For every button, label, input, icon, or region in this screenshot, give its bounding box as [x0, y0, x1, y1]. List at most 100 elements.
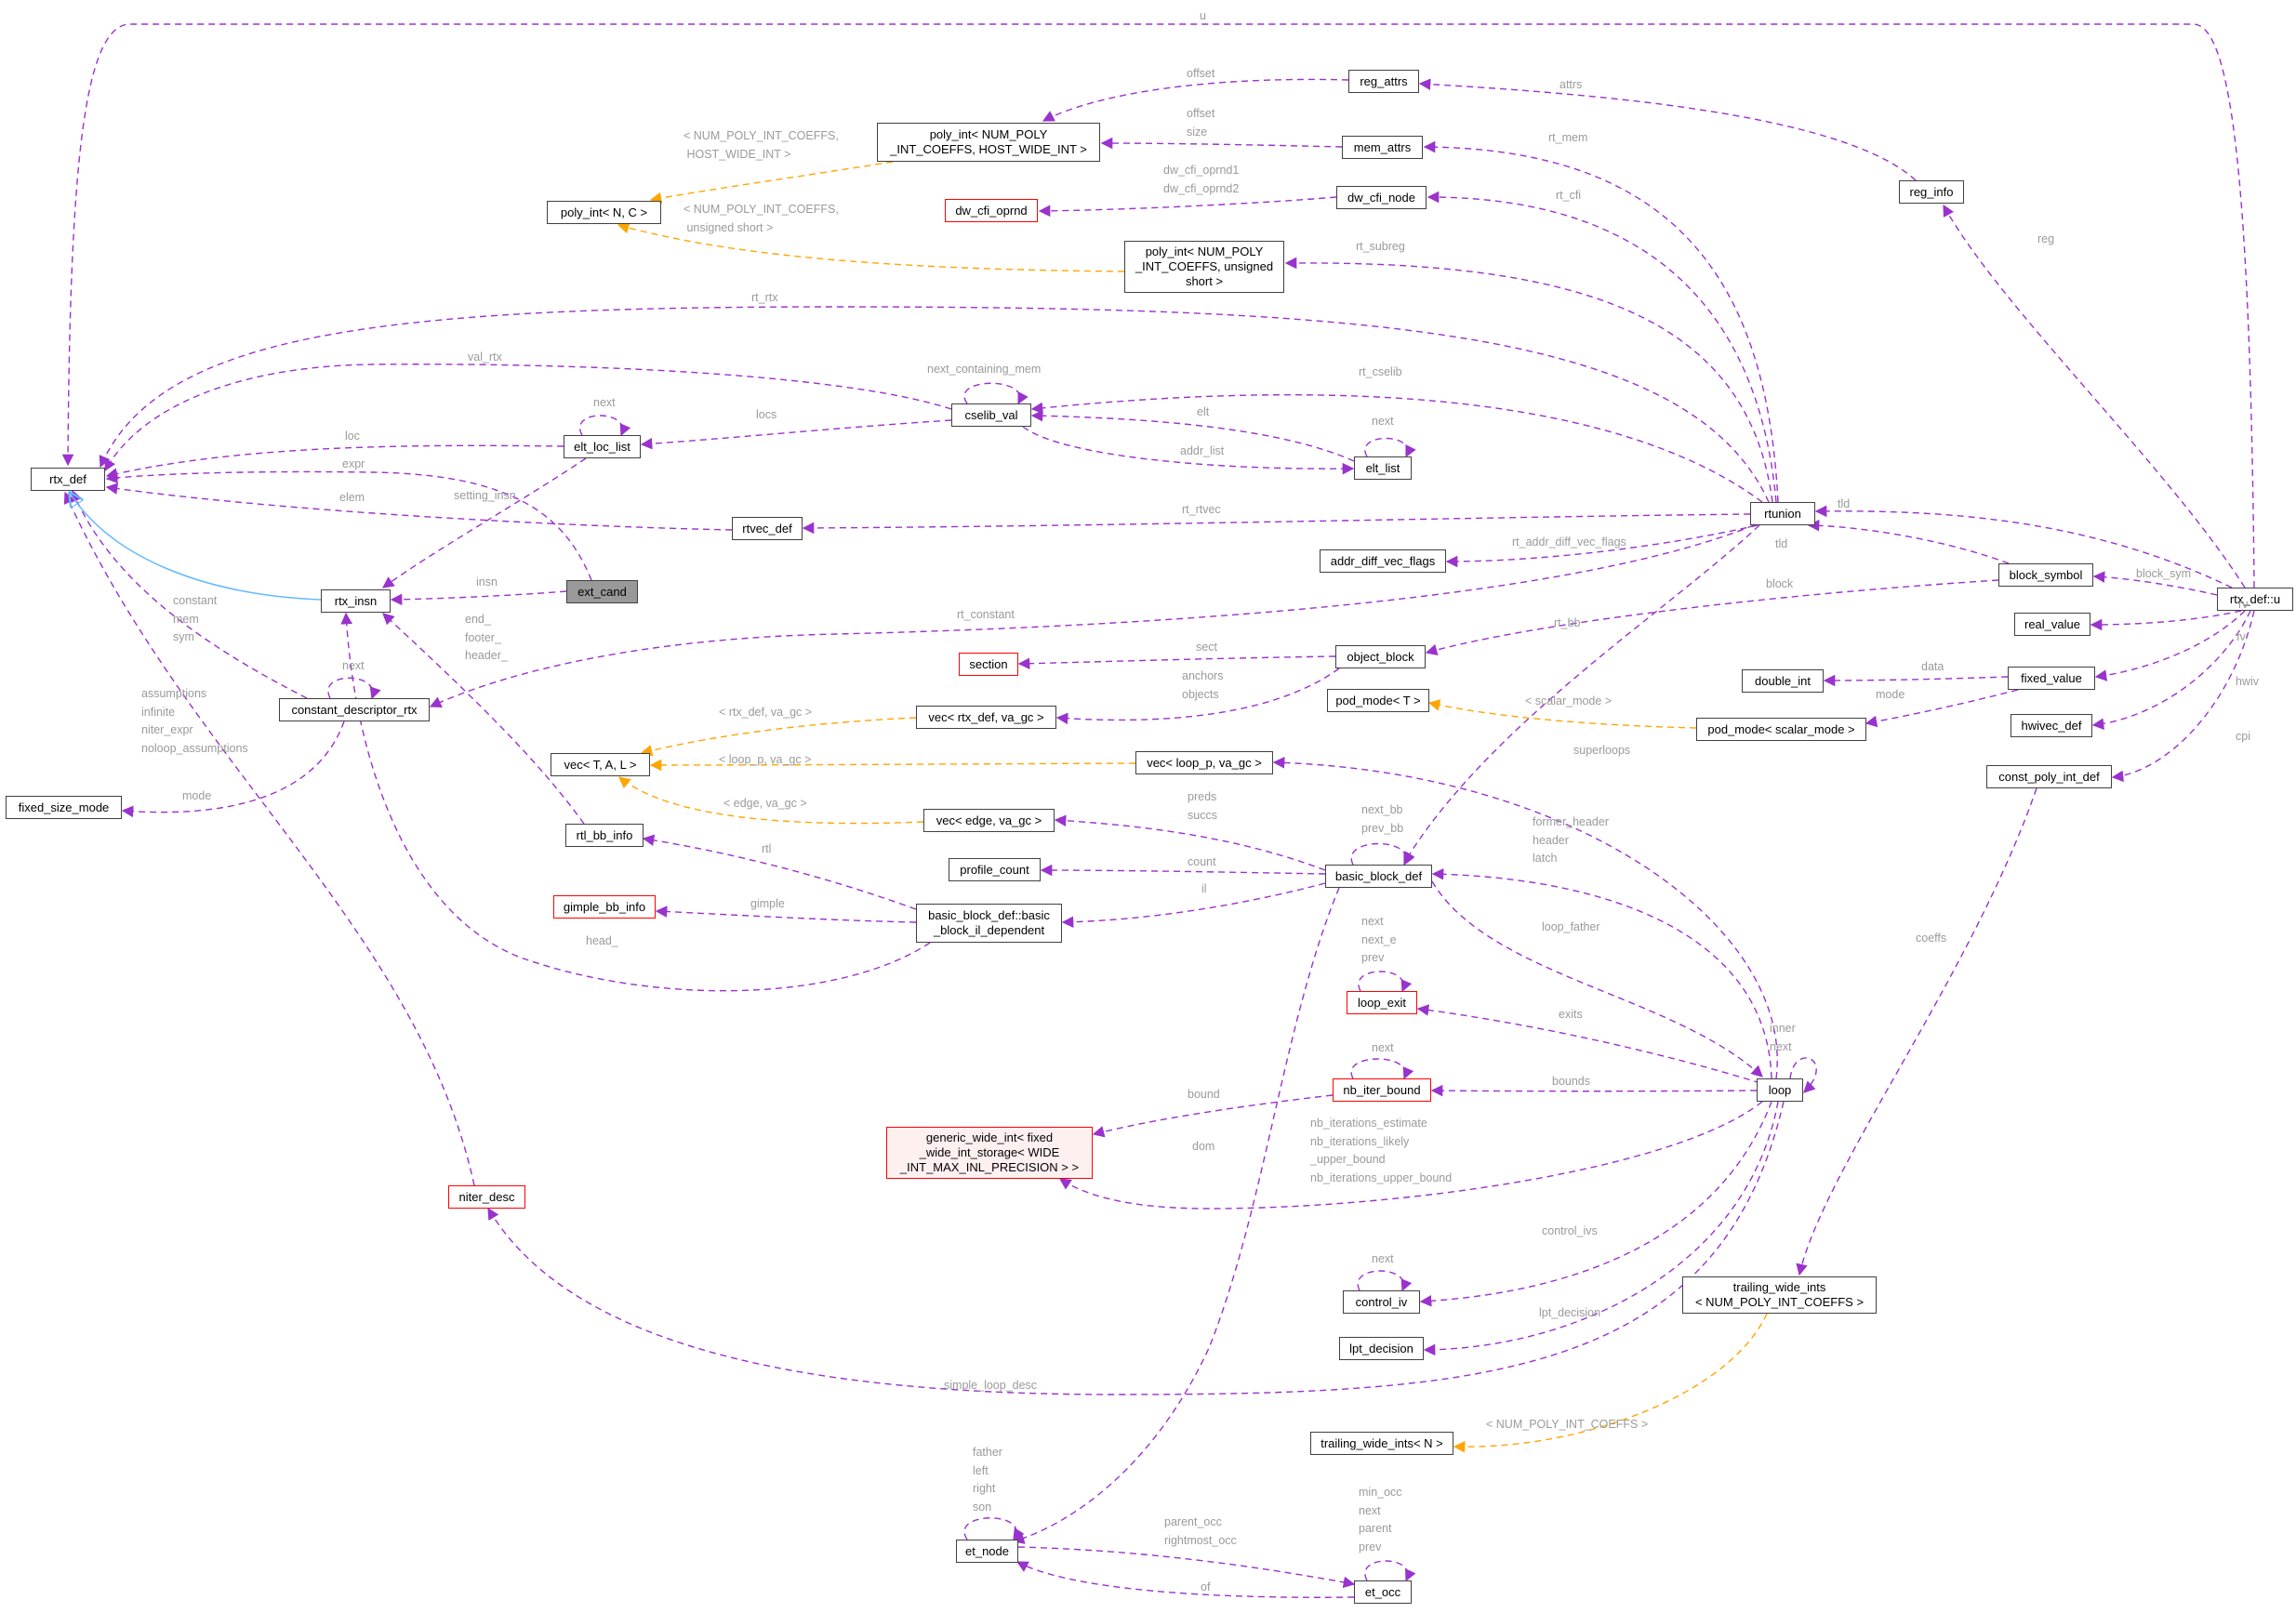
- edge-label: < rtx_def, va_gc >: [719, 706, 813, 719]
- edge-label: < NUM_POLY_INT_COEFFS >: [1486, 1418, 1649, 1431]
- node-loop[interactable]: loop: [1757, 1078, 1803, 1102]
- node-dw-cfi-node[interactable]: dw_cfi_node: [1336, 186, 1427, 209]
- edge-label: rt_rtvec: [1182, 503, 1221, 516]
- edge-rt-constant: [429, 524, 1755, 707]
- node-poly-int-hwi[interactable]: poly_int< NUM_POLY _INT_COEFFS, HOST_WID…: [877, 123, 1100, 162]
- node-pod-mode-t[interactable]: pod_mode< T >: [1327, 689, 1429, 712]
- node-poly-int-us[interactable]: poly_int< NUM_POLY _INT_COEFFS, unsigned…: [1124, 241, 1284, 293]
- edge-label: fv: [2236, 630, 2246, 643]
- node-control-iv[interactable]: control_iv: [1343, 1290, 1420, 1314]
- node-addr-diff-vec-flags[interactable]: addr_diff_vec_flags: [1320, 549, 1446, 573]
- edge-count: [1040, 864, 1326, 877]
- edge-label: lpt_decision: [1539, 1306, 1601, 1319]
- node-generic-wide-int[interactable]: generic_wide_int< fixed _wide_int_storag…: [886, 1127, 1093, 1179]
- node-trailing-wide-ints-n[interactable]: trailing_wide_ints< N >: [1310, 1432, 1453, 1455]
- node-constant-descriptor-rtx[interactable]: constant_descriptor_rtx: [279, 698, 430, 721]
- node-vec-tal[interactable]: vec< T, A, L >: [551, 753, 650, 776]
- edge-label: next: [342, 659, 365, 672]
- node-rtx-def[interactable]: rtx_def: [31, 468, 105, 491]
- node-elt-list[interactable]: elt_list: [1354, 456, 1412, 480]
- node-et-occ[interactable]: et_occ: [1354, 1580, 1412, 1604]
- node-object-block[interactable]: object_block: [1335, 645, 1426, 668]
- node-hwivec-def[interactable]: hwivec_def: [2011, 714, 2092, 737]
- node-gimple-bb-info[interactable]: gimple_bb_info: [553, 895, 656, 919]
- node-basic-block-def[interactable]: basic_block_def: [1325, 865, 1432, 888]
- edge-next-constant-descriptor: [327, 677, 381, 700]
- node-fixed-value[interactable]: fixed_value: [2008, 667, 2095, 690]
- edge-label: il: [1201, 882, 1207, 895]
- edge-label: assumptions infinite niter_expr noloop_a…: [141, 687, 248, 755]
- node-loop-exit[interactable]: loop_exit: [1347, 991, 1417, 1014]
- edge-label: constant mem sym: [173, 594, 218, 643]
- node-niter-desc[interactable]: niter_desc: [448, 1185, 525, 1209]
- edge-anchors-objects: [1055, 668, 1340, 725]
- edge-setting-insn: [381, 457, 587, 588]
- edge-label: < edge, va_gc >: [723, 797, 807, 810]
- node-mem-attrs[interactable]: mem_attrs: [1342, 136, 1423, 159]
- node-nb-iter-bound[interactable]: nb_iter_bound: [1333, 1078, 1431, 1102]
- node-poly-int-nc[interactable]: poly_int< N, C >: [547, 201, 661, 224]
- edge-loop-inner-next: [1789, 1057, 1817, 1093]
- edge-rt-mem: [1423, 140, 1779, 503]
- node-real-value[interactable]: real_value: [2014, 613, 2090, 636]
- node-trailing-wide-ints-npic[interactable]: trailing_wide_ints < NUM_POLY_INT_COEFFS…: [1682, 1276, 1877, 1314]
- edge-next-elt-list: [1364, 437, 1416, 458]
- node-vec-loop-p[interactable]: vec< loop_p, va_gc >: [1135, 751, 1273, 774]
- edge-label: cpi: [2236, 730, 2250, 743]
- node-reg-attrs[interactable]: reg_attrs: [1348, 70, 1419, 93]
- edge-label: anchors objects: [1182, 669, 1224, 701]
- edge-next-elt-loc-list: [579, 415, 631, 437]
- edge-lpt-decision: [1423, 1101, 1779, 1356]
- edge-rv: [2090, 610, 2242, 631]
- node-cselib-val[interactable]: cselib_val: [951, 403, 1031, 427]
- edge-loop-father: [1431, 880, 1763, 1078]
- node-lpt-decision[interactable]: lpt_decision: [1339, 1337, 1424, 1360]
- edge-label: addr_list: [1180, 444, 1225, 457]
- edge-label: data: [1921, 660, 1944, 673]
- node-ext-cand[interactable]: ext_cand: [566, 580, 638, 603]
- edge-rt-cfi: [1427, 191, 1777, 503]
- edge-il: [1061, 882, 1326, 929]
- edge-head: [340, 612, 931, 992]
- edge-label: setting_insn: [454, 489, 516, 502]
- edge-label: mode: [1876, 688, 1905, 701]
- node-dw-cfi-oprnd[interactable]: dw_cfi_oprnd: [945, 199, 1038, 222]
- node-pod-mode-scalar[interactable]: pod_mode< scalar_mode >: [1696, 718, 1866, 741]
- node-vec-rtx-def[interactable]: vec< rtx_def, va_gc >: [916, 706, 1056, 729]
- node-const-poly-int-def[interactable]: const_poly_int_def: [1986, 765, 2112, 788]
- node-reg-info[interactable]: reg_info: [1899, 180, 1964, 204]
- edge-control-iv-next: [1357, 1270, 1413, 1292]
- node-fixed-size-mode[interactable]: fixed_size_mode: [6, 796, 122, 819]
- node-block-symbol[interactable]: block_symbol: [1998, 563, 2093, 587]
- node-bbd-il[interactable]: basic_block_def::basic _block_il_depende…: [916, 904, 1062, 943]
- node-elt-loc-list[interactable]: elt_loc_list: [564, 435, 641, 458]
- edge-label: rt_cfi: [1556, 189, 1582, 202]
- edge-label: elem: [339, 491, 365, 504]
- edge-label: rt_bb: [1554, 616, 1581, 629]
- node-rtx-insn[interactable]: rtx_insn: [321, 589, 391, 613]
- edge-u: [61, 23, 2255, 588]
- edge-label: count: [1188, 855, 1216, 868]
- edge-label: reg: [2037, 232, 2055, 245]
- edge-assumptions: [63, 491, 475, 1186]
- node-rtx-def-u[interactable]: rtx_def::u: [2217, 588, 2293, 611]
- edge-label: dom: [1192, 1140, 1215, 1153]
- edge-tld-u: [1814, 505, 2233, 588]
- node-et-node[interactable]: et_node: [956, 1540, 1018, 1563]
- edge-label: exits: [1559, 1008, 1583, 1021]
- edge-template-npic: [1453, 1313, 1768, 1453]
- edge-label: < NUM_POLY_INT_COEFFS, HOST_WIDE_INT >: [683, 129, 839, 161]
- edge-label: next: [1372, 1252, 1394, 1265]
- node-rtl-bb-info[interactable]: rtl_bb_info: [565, 824, 644, 847]
- node-section[interactable]: section: [959, 653, 1018, 676]
- node-double-int[interactable]: double_int: [1742, 669, 1824, 693]
- edge-label: < scalar_mode >: [1525, 694, 1613, 707]
- edge-insn: [390, 590, 567, 606]
- edge-addr-list: [1022, 426, 1355, 475]
- node-profile-count[interactable]: profile_count: [949, 858, 1041, 881]
- node-rtunion[interactable]: rtunion: [1750, 502, 1815, 525]
- node-rtvec-def[interactable]: rtvec_def: [732, 517, 803, 540]
- node-vec-edge[interactable]: vec< edge, va_gc >: [923, 809, 1055, 832]
- edge-block-sym: [2092, 571, 2218, 596]
